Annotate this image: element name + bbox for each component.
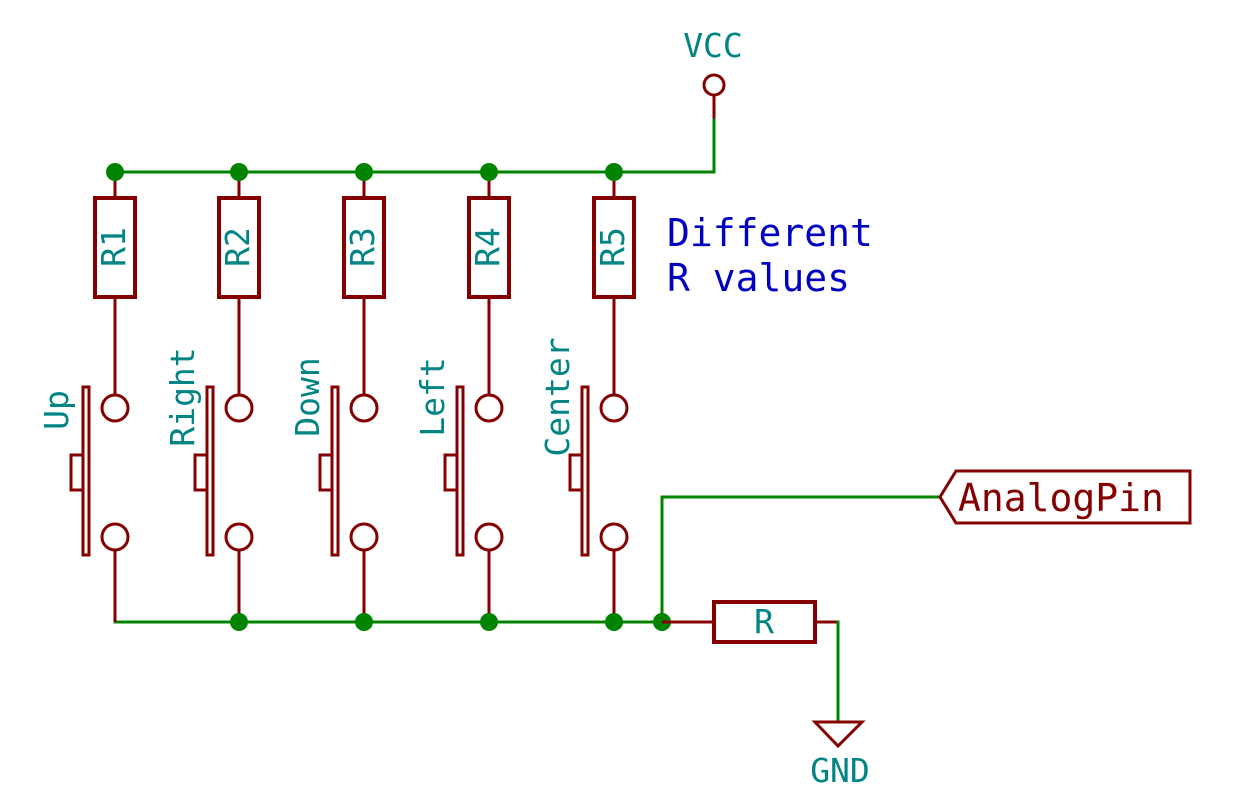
branch-5: R5 Center [538,172,636,622]
branch-4: R4 Left [413,172,511,622]
resistor-r2-label: R2 [218,227,257,267]
analog-pin-text: AnalogPin [958,476,1164,520]
vcc-rail [113,118,716,174]
junctions [106,163,671,631]
note-line-2: R values [667,256,850,300]
switch-down-label: Down [288,357,327,436]
switch-left-label: Left [413,357,452,436]
pulldown-resistor: R [662,600,838,644]
branch-2: R2 Right [163,172,261,622]
switch-center [580,385,590,557]
resistor-r5-label: R5 [593,227,632,267]
resistor-r1-label: R1 [94,227,133,267]
resistor-r3-label: R3 [343,227,382,267]
branch-1: R1 Up [37,172,137,622]
switch-center-label: Center [538,337,577,456]
pulldown-label: R [754,602,774,641]
note: Different R values [667,211,873,300]
switch-right-label: Right [163,347,202,446]
analog-wire [660,495,942,624]
analog-pin-label: AnalogPin [938,469,1192,525]
vcc-symbol: VCC [683,26,743,120]
switch-up-label: Up [37,390,76,430]
switch-up [81,385,91,557]
note-line-1: Different [667,211,873,255]
gnd-label: GND [810,751,870,790]
gnd-symbol: GND [810,720,870,790]
vcc-label: VCC [683,26,743,65]
branch-3: R3 Down [288,172,386,622]
switch-left [455,385,465,557]
switch-down [330,385,340,557]
switch-right [205,385,215,557]
resistor-r4-label: R4 [468,227,507,267]
